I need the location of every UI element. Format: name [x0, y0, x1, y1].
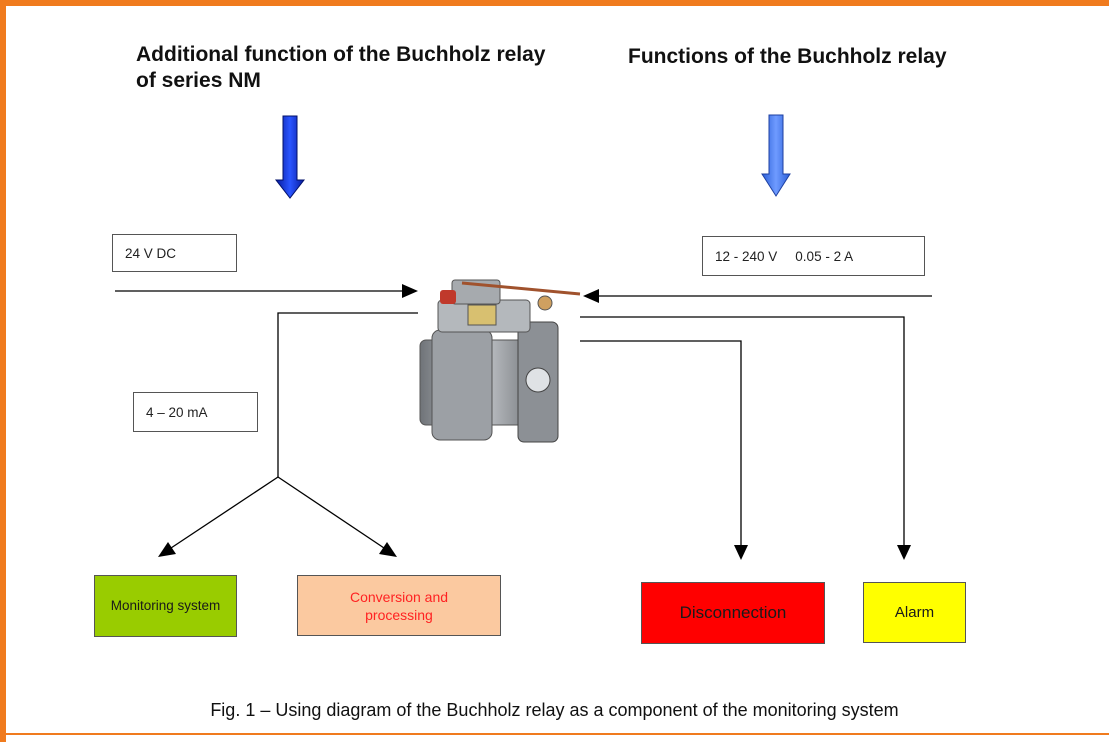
monitoring-system-box: Monitoring system [94, 575, 237, 637]
disconnection-label: Disconnection [679, 603, 787, 622]
alarm-connector [580, 316, 911, 560]
current-loop-box: 4 – 20 mA [133, 392, 258, 432]
frame-top-border [0, 0, 1109, 6]
monitoring-system-label: Monitoring system [110, 598, 221, 613]
frame-left-border [0, 0, 6, 742]
input-arrow-12-240v [583, 289, 932, 303]
voltage-label: 12 - 240 V [715, 248, 778, 264]
current-loop-label: 4 – 20 mA [146, 404, 208, 420]
disconnection-connector [580, 340, 748, 560]
input-arrow-24v [115, 284, 418, 298]
disconnection-box: Disconnection [641, 582, 825, 644]
voltage-current-box: 12 - 240 V 0.05 - 2 A [702, 236, 925, 276]
conversion-processing-box: Conversion and processing [297, 575, 501, 636]
alarm-label: Alarm [894, 603, 935, 621]
heading-additional-function: Additional function of the Buchholz rela… [136, 43, 546, 92]
conversion-processing-label: Conversion and processing [349, 588, 449, 623]
blue-down-arrow-left [274, 115, 306, 199]
blue-down-arrow-right [761, 114, 791, 197]
buchholz-relay-image [419, 279, 581, 443]
figure-caption: Fig. 1 – Using diagram of the Buchholz r… [210, 700, 899, 720]
current-label: 0.05 - 2 A [795, 248, 854, 264]
frame-bottom-border [0, 733, 1109, 735]
dc-supply-label: 24 V DC [125, 245, 177, 261]
heading-functions: Functions of the Buchholz relay [628, 45, 947, 68]
current-loop-connector [158, 312, 418, 557]
dc-supply-box: 24 V DC [112, 234, 237, 272]
alarm-box: Alarm [863, 582, 966, 643]
